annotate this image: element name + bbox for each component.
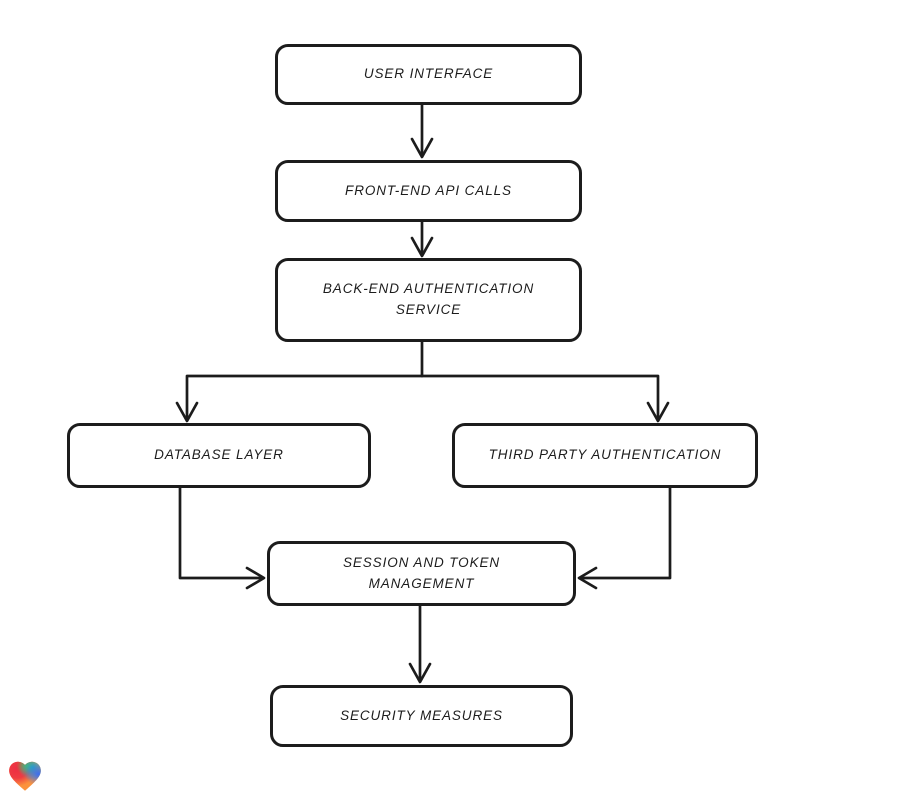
node-user-interface-label: USER INTERFACE — [363, 66, 494, 82]
node-database-layer: DATABASE LAYER — [67, 423, 371, 488]
edge-session-and-token-management-to-security-measures — [408, 604, 432, 684]
node-session-and-token-management: SESSION AND TOKEN MANAGEMENT — [267, 541, 576, 606]
heart-gradient-icon[interactable] — [6, 757, 44, 795]
edge-user-interface-to-front-end-api-calls — [410, 103, 434, 159]
node-back-end-authentication-service-label: BACK-END AUTHENTICATION SERVICE — [322, 281, 535, 317]
node-security-measures: SECURITY MEASURES — [270, 685, 573, 747]
node-database-layer-label: DATABASE LAYER — [154, 447, 284, 463]
node-security-measures-label: SECURITY MEASURES — [340, 707, 503, 723]
node-session-and-token-management-label: SESSION AND TOKEN MANAGEMENT — [342, 554, 501, 591]
edge-database-layer-to-session-and-token-management — [178, 486, 266, 590]
node-user-interface: USER INTERFACE — [275, 44, 582, 105]
edge-front-end-api-calls-to-back-end-authentication-service — [410, 220, 434, 258]
node-front-end-api-calls: FRONT-END API CALLS — [275, 160, 582, 222]
node-third-party-authentication-label: THIRD PARTY AUTHENTICATION — [488, 447, 722, 463]
edge-back-end-authentication-service-to-database-layer — [175, 340, 424, 423]
node-back-end-authentication-service: BACK-END AUTHENTICATION SERVICE — [275, 258, 582, 342]
node-front-end-api-calls-label: FRONT-END API CALLS — [345, 182, 512, 198]
node-third-party-authentication: THIRD PARTY AUTHENTICATION — [452, 423, 758, 488]
edge-third-party-authentication-to-session-and-token-management — [577, 486, 672, 590]
edge-back-end-authentication-service-to-third-party-authentication — [420, 374, 670, 423]
